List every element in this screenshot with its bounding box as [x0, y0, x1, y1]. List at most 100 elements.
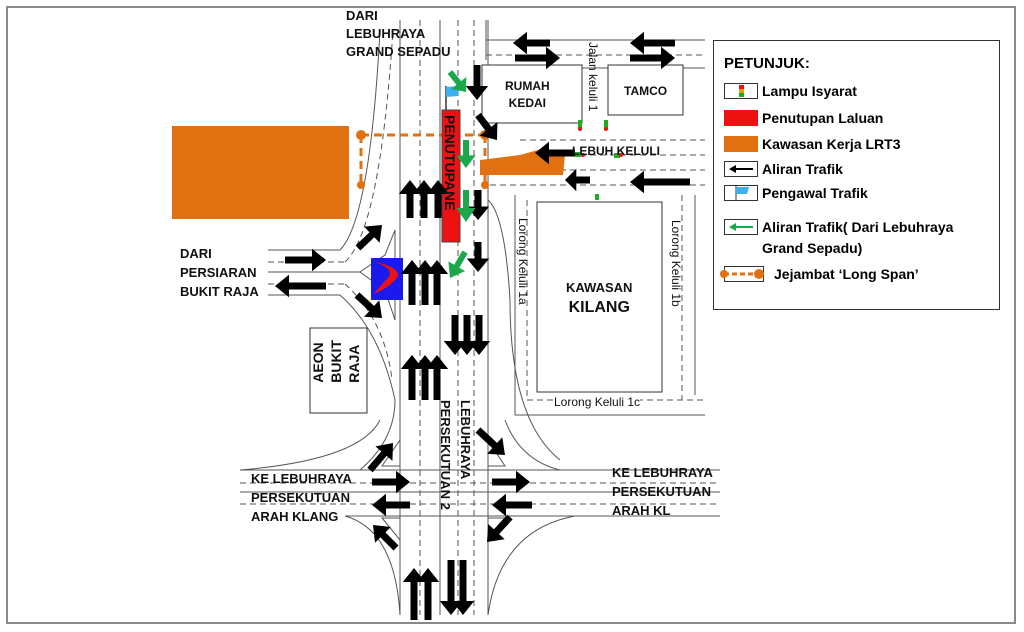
legend-label: Kawasan Kerja LRT3 — [762, 136, 901, 152]
label-line: KILANG — [568, 299, 630, 316]
traffic-flow-arrow — [275, 274, 326, 298]
label-line: BUKIT — [328, 340, 344, 383]
tamco-building — [607, 64, 684, 116]
traffic-flow-arrow — [412, 180, 436, 218]
legend-item-traffic-light: Lampu Isyarat — [724, 81, 857, 101]
diverted-flow-arrow — [456, 190, 476, 222]
label-rumah-kedai: RUMAH KEDAI — [505, 78, 550, 112]
label-to-federal-kl: KE LEBUHRAYA PERSEKUTUAN ARAH KL — [612, 463, 713, 520]
bridge-node — [357, 181, 365, 189]
legend-title: PETUNJUK: — [724, 55, 810, 72]
label-kawasan-kilang: KAWASAN KILANG — [566, 278, 632, 318]
label-line: KEDAI — [508, 96, 546, 110]
long-span-bridge — [359, 133, 487, 185]
label-line: LEBUHRAYA — [346, 26, 426, 41]
label-line: RAJA — [346, 344, 362, 383]
legend-item-diverted-flow: Aliran Trafik( Dari Lebuhraya — [724, 217, 953, 237]
traffic-flow-arrow — [475, 112, 498, 140]
flag-icon — [724, 185, 758, 201]
traffic-flow-arrow — [425, 260, 449, 305]
traffic-flow-arrow — [630, 46, 675, 70]
label-from-persiaran-bukit-raja: DARI PERSIARAN BUKIT RAJA — [180, 244, 259, 301]
label-aeon-bukit-raja: AEON BUKIT RAJA — [310, 340, 362, 383]
label-line: BUKIT RAJA — [180, 284, 259, 299]
traffic-flow-arrow — [466, 242, 490, 272]
legend-label: Lampu Isyarat — [762, 83, 857, 99]
green-arrow-icon — [724, 219, 758, 235]
traffic-flow-arrow — [425, 355, 449, 400]
legend-item-traffic-marshal: Pengawal Trafik — [724, 183, 868, 203]
diverted-flow-arrow — [448, 250, 468, 278]
label-lorong-keluli-1a: Lorong Keluli 1a — [516, 218, 530, 305]
bridge-node — [356, 130, 366, 140]
label-line: ARAH KLANG — [251, 509, 339, 524]
label-line: RUMAH — [505, 79, 550, 93]
traffic-light-group — [575, 120, 623, 200]
rumah-kedai-building — [481, 64, 583, 124]
label-line: PERSIARAN — [180, 265, 257, 280]
bridge-node — [481, 181, 489, 189]
traffic-flow-arrow — [372, 493, 410, 517]
legend-panel: PETUNJUK: Lampu Isyarat Penutupan Laluan… — [713, 40, 1000, 310]
label-jalan-keluli-1: Jalan keluli 1 — [586, 42, 600, 112]
legend-label: Aliran Trafik( Dari Lebuhraya — [762, 219, 954, 235]
traffic-flow-arrow — [426, 180, 450, 218]
diverted-flow-arrow — [456, 140, 476, 168]
label-line: KAWASAN — [566, 280, 633, 295]
traffic-flow-arrow — [373, 525, 399, 551]
label-line: PERSEKUTUAN — [612, 484, 711, 499]
label-to-federal-klang: KE LEBUHRAYA PERSEKUTUAN ARAH KLANG — [251, 469, 352, 526]
traffic-flow-arrow — [515, 46, 560, 70]
legend-label: Aliran Trafik — [762, 161, 843, 177]
traffic-flow-arrow — [487, 514, 513, 542]
legend-item-long-span-bridge: Jejambat ‘Long Span’ — [720, 264, 919, 284]
traffic-flow-arrow — [630, 31, 675, 55]
legend-label: Pengawal Trafik — [762, 185, 868, 201]
traffic-flow-arrow — [513, 31, 550, 55]
road-closure-swatch — [724, 110, 758, 126]
aeon-bukit-raja-building — [309, 327, 368, 414]
legend-item-diverted-flow-cont: Grand Sepadu) — [762, 238, 862, 258]
label-line: KE LEBUHRAYA — [251, 471, 352, 486]
road-closure — [441, 109, 461, 243]
label-from-grand-sepadu: DARI LEBUHRAYA GRAND SEPADU — [346, 7, 451, 61]
petronas-station-icon — [371, 258, 403, 300]
label-lebuhraya: LEBUHRAYA — [458, 400, 473, 480]
traffic-flow-arrow — [535, 141, 575, 165]
label-road-closure: PENUTUPANE — [442, 115, 458, 211]
label-persekutuan-2: PERSEKUTUAN 2 — [438, 400, 453, 510]
traffic-flow-arrow — [355, 225, 382, 251]
traffic-flow-arrow — [492, 493, 532, 517]
traffic-flow-arrow — [451, 560, 475, 615]
legend-label: Grand Sepadu) — [762, 240, 863, 256]
diverted-flow-arrow — [447, 70, 467, 92]
label-lorong-keluli-1b: Lorong Keluli 1b — [669, 220, 683, 307]
traffic-flow-arrow — [285, 248, 326, 272]
traffic-flow-arrow — [367, 443, 393, 473]
label-line: DARI — [346, 8, 378, 23]
lrt3-work-zone-swatch — [724, 136, 758, 152]
label-line: PERSEKUTUAN — [251, 490, 350, 505]
label-tamco: TAMCO — [624, 84, 668, 98]
label-line: AEON — [310, 342, 326, 383]
label-lorong-keluli-1c: Lorong Keluli 1c — [554, 395, 641, 409]
legend-label: Jejambat ‘Long Span’ — [774, 266, 919, 282]
traffic-flow-arrow — [492, 470, 530, 494]
traffic-flow-arrow — [416, 568, 440, 620]
traffic-light-icon — [724, 83, 758, 99]
traffic-flow-arrow — [630, 170, 690, 194]
legend-item-lrt3-work-zone: Kawasan Kerja LRT3 — [724, 134, 901, 154]
legend-item-road-closure: Penutupan Laluan — [724, 108, 883, 128]
long-span-bridge-icon — [720, 266, 764, 282]
label-line: DARI — [180, 246, 212, 261]
label-line: GRAND SEPADU — [346, 44, 451, 59]
label-line: KE LEBUHRAYA — [612, 465, 713, 480]
traffic-flow-arrow — [398, 180, 422, 218]
traffic-flow-arrow — [465, 65, 489, 100]
label-line: ARAH KL — [612, 503, 671, 518]
traffic-flow-arrow — [354, 292, 382, 318]
traffic-flow-arrow — [467, 315, 491, 355]
black-arrow-icon — [724, 161, 758, 177]
traffic-flow-arrow — [565, 168, 590, 192]
